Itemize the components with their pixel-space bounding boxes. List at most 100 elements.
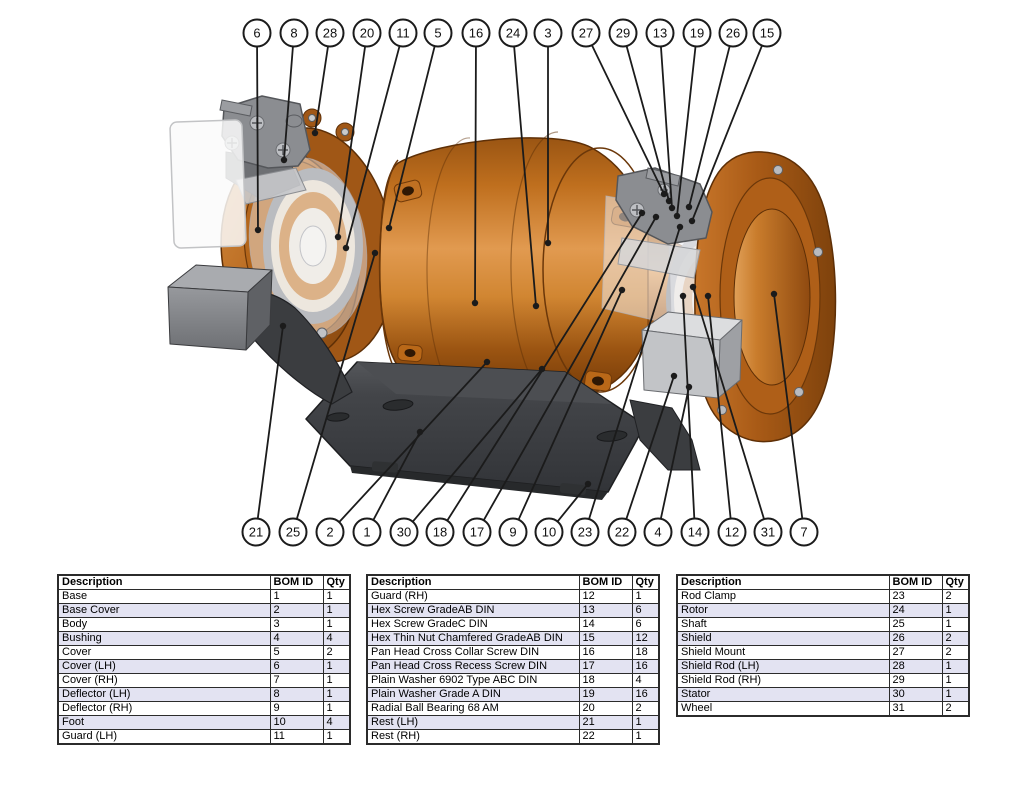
leader-line-21	[256, 325, 284, 520]
bom-cell: Shield	[676, 631, 890, 646]
bom-cell: 3	[269, 617, 324, 632]
leader-line-30	[411, 368, 543, 523]
bom-cell: 1	[941, 673, 970, 688]
leader-dot-16	[471, 299, 479, 307]
bom-cell: 22	[578, 729, 633, 745]
bom-cell: 12	[631, 631, 660, 646]
balloon-28	[315, 18, 345, 48]
leader-dot-10	[584, 480, 592, 488]
balloon-number-4: 4	[654, 525, 661, 540]
bom-cell: Pan Head Cross Recess Screw DIN	[366, 659, 580, 674]
leader-line-26	[688, 45, 731, 208]
leader-line-20	[337, 45, 366, 238]
balloon-number-22: 22	[615, 525, 629, 540]
tool-rest-right	[641, 311, 743, 399]
bom-header-cell: Description	[676, 574, 890, 590]
bom-cell: 9	[269, 701, 324, 716]
balloon-27	[571, 18, 601, 48]
bom-cell: 8	[269, 687, 324, 702]
balloon-number-26: 26	[726, 26, 740, 41]
balloon-17	[462, 517, 492, 547]
bom-cell: 6	[631, 617, 660, 632]
balloon-11	[388, 18, 418, 48]
leader-dot-22	[670, 372, 678, 380]
bom-cell: 1	[322, 701, 351, 716]
bom-cell: 2	[631, 701, 660, 716]
balloon-number-19: 19	[690, 26, 704, 41]
balloon-number-3: 3	[544, 26, 551, 41]
bom-cell: 1	[322, 673, 351, 688]
bom-cell: 13	[578, 603, 633, 618]
balloon-number-27: 27	[579, 26, 593, 41]
bom-header-cell: Qty	[631, 574, 660, 590]
balloon-13	[645, 18, 675, 48]
leader-line-22	[625, 375, 675, 521]
bom-cell: Deflector (RH)	[57, 701, 271, 716]
balloon-6	[242, 18, 272, 48]
leader-dot-20	[334, 233, 342, 241]
leader-line-25	[295, 252, 376, 520]
balloon-7	[789, 517, 819, 547]
balloon-29	[608, 18, 638, 48]
balloon-15	[752, 18, 782, 48]
balloon-21	[241, 517, 271, 547]
leader-line-9	[517, 289, 623, 521]
balloon-number-25: 25	[286, 525, 300, 540]
bom-cell: 1	[322, 589, 351, 604]
bom-cell: 1	[631, 729, 660, 745]
leader-dot-27	[660, 190, 668, 198]
bom-cell: Shaft	[676, 617, 890, 632]
balloon-3	[533, 18, 563, 48]
balloon-30	[389, 517, 419, 547]
bom-cell: 16	[578, 645, 633, 660]
bom-cell: Deflector (LH)	[57, 687, 271, 702]
bom-header-cell: Qty	[941, 574, 970, 590]
bom-header-cell: BOM ID	[269, 574, 324, 590]
leader-line-5	[388, 45, 436, 229]
balloon-19	[682, 18, 712, 48]
bom-cell: Body	[57, 617, 271, 632]
leader-dot-18	[638, 209, 646, 217]
bom-cell: 10	[269, 715, 324, 730]
bom-cell: Cover (LH)	[57, 659, 271, 674]
balloon-26	[718, 18, 748, 48]
bom-cell: Plain Washer 6902 Type ABC DIN	[366, 673, 580, 688]
bom-cell: 16	[631, 687, 660, 702]
balloon-number-9: 9	[509, 525, 516, 540]
leader-dot-19	[673, 212, 681, 220]
bom-cell: 1	[941, 603, 970, 618]
bom-cell: Shield Rod (RH)	[676, 673, 890, 688]
bom-cell: 30	[888, 687, 943, 702]
bom-cell: Cover (RH)	[57, 673, 271, 688]
bom-cell: 1	[322, 659, 351, 674]
leader-line-31	[692, 286, 765, 520]
bom-cell: Guard (RH)	[366, 589, 580, 604]
bom-cell: 6	[269, 659, 324, 674]
balloon-number-1: 1	[363, 525, 370, 540]
bom-cell: 15	[578, 631, 633, 646]
leader-line-4	[659, 386, 690, 520]
leader-line-28	[314, 45, 329, 134]
bom-cell: Shield Rod (LH)	[676, 659, 890, 674]
leader-line-2	[338, 361, 488, 523]
leader-line-7	[773, 293, 804, 520]
balloon-number-30: 30	[397, 525, 411, 540]
bom-cell: 5	[269, 645, 324, 660]
bom-cell: Foot	[57, 715, 271, 730]
leader-line-17	[482, 216, 657, 522]
bom-cell: Plain Washer Grade A DIN	[366, 687, 580, 702]
bom-cell: 27	[888, 645, 943, 660]
bom-cell: 18	[578, 673, 633, 688]
bom-header-cell: BOM ID	[578, 574, 633, 590]
